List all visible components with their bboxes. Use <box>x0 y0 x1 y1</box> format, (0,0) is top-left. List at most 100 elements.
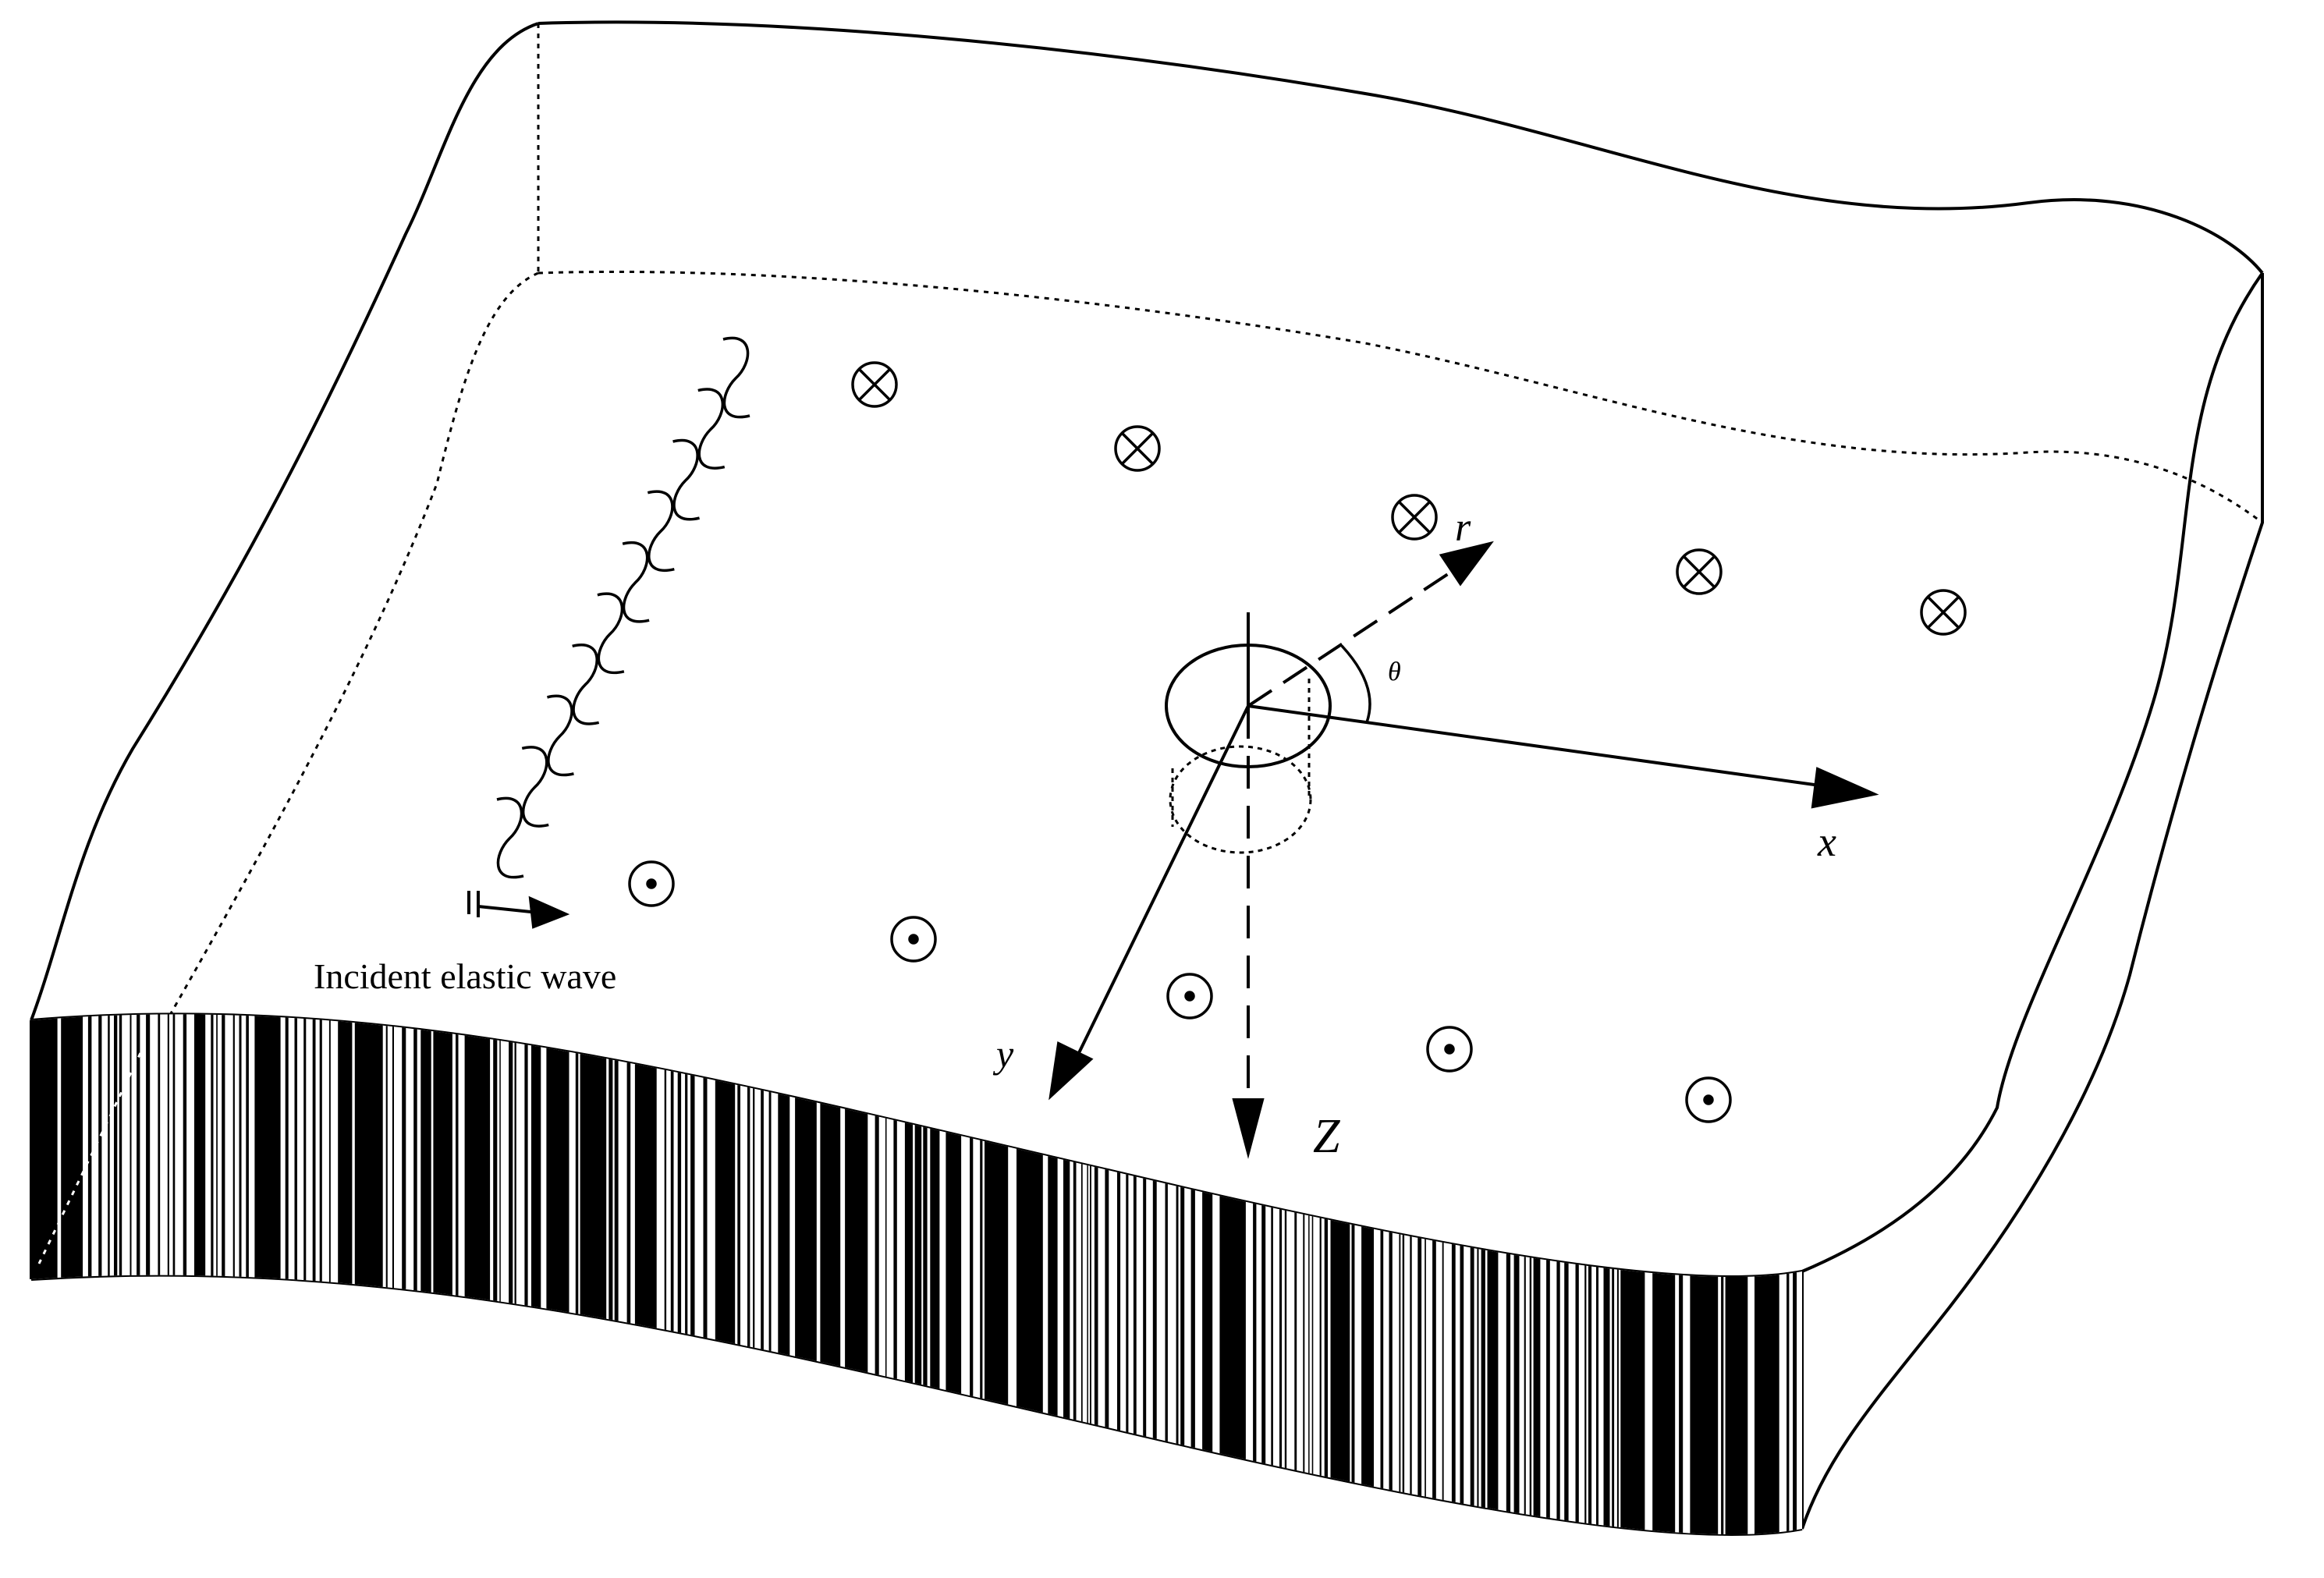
front-face-stripe <box>87 1014 92 1535</box>
front-face-stripe <box>1152 1014 1157 1535</box>
front-face-stripe <box>1094 1014 1098 1535</box>
front-face-stripe <box>1319 1014 1322 1535</box>
front-face-stripe <box>464 1014 491 1535</box>
front-face-stripe <box>923 1014 928 1535</box>
front-face-stripe <box>137 1014 140 1535</box>
front-face-stripe <box>433 1014 452 1535</box>
front-face-stripe <box>354 1014 383 1535</box>
wave-front <box>647 490 675 573</box>
front-face-stripe <box>1546 1014 1550 1535</box>
front-face-stripe <box>1117 1014 1121 1535</box>
front-face-stripe <box>1652 1014 1676 1535</box>
front-face-stripe <box>1612 1014 1615 1535</box>
front-face-stripe <box>1786 1014 1790 1535</box>
front-face-stripe <box>685 1014 688 1535</box>
wave-front <box>622 541 650 623</box>
plate-right-thickness-edge <box>1801 273 2264 1530</box>
front-face-stripe <box>703 1014 708 1535</box>
front-face-stripe <box>31 1014 58 1535</box>
x-axis-label: x <box>1817 818 1836 865</box>
front-face-stripe <box>493 1014 498 1535</box>
plate-back-edge <box>538 20 2264 275</box>
front-face-stripe <box>1596 1014 1598 1535</box>
theta-arc <box>1340 644 1371 723</box>
front-face-stripe <box>108 1014 110 1535</box>
cross-circle-icon <box>1114 425 1161 472</box>
front-face-stripe <box>246 1014 249 1535</box>
front-face-stripe <box>1279 1014 1283 1535</box>
front-face-stripe <box>1725 1014 1748 1535</box>
hole-bottom-ellipse <box>1169 745 1312 854</box>
front-face-stripe <box>795 1014 817 1535</box>
dot-circle-icon <box>628 860 675 907</box>
front-face-stripe <box>980 1014 983 1535</box>
front-face-stripe <box>608 1014 613 1535</box>
r-axis <box>1247 568 1456 707</box>
front-face-stripe <box>614 1014 619 1535</box>
front-face-stripe <box>211 1014 214 1535</box>
front-face-stripe <box>747 1014 750 1535</box>
front-face-stripe <box>1575 1014 1579 1535</box>
front-face-stripe <box>1311 1014 1314 1535</box>
front-face-stripe <box>130 1014 132 1535</box>
front-face-stripe <box>146 1014 151 1535</box>
front-face-stripe <box>499 1014 501 1535</box>
front-face-stripe <box>1721 1014 1724 1535</box>
front-face-stripe <box>904 1014 913 1535</box>
incident-wave-fronts <box>496 336 750 879</box>
front-face-stripe <box>1324 1014 1328 1535</box>
wave-front <box>697 388 726 470</box>
front-face-stripe <box>183 1014 187 1535</box>
front-face-stripe <box>1487 1014 1499 1535</box>
plate-left-edge <box>30 22 539 1021</box>
front-face-stripe <box>1080 1014 1083 1535</box>
incident-wave-label: Incident elastic wave <box>314 956 616 996</box>
front-face-stripe <box>1143 1014 1147 1535</box>
cross-circle-icon <box>1391 494 1438 541</box>
front-face-stripe <box>1303 1014 1305 1535</box>
front-face-stripe <box>319 1014 322 1535</box>
front-face-stripe <box>1126 1014 1129 1535</box>
z-axis-label: Z <box>1313 1110 1340 1163</box>
front-face-stripe <box>456 1014 459 1535</box>
front-face-stripe <box>1477 1014 1479 1535</box>
front-face-stripe <box>893 1014 897 1535</box>
front-face-stripe <box>1481 1014 1485 1535</box>
front-face-stripe <box>1389 1014 1393 1535</box>
front-face-stripe <box>338 1014 353 1535</box>
front-face-stripe <box>312 1014 316 1535</box>
front-face-stripe <box>1588 1014 1592 1535</box>
front-face-stripe <box>670 1014 674 1535</box>
front-face-stripe <box>1090 1014 1091 1535</box>
axes <box>1048 541 1879 1159</box>
front-face-stripe <box>114 1014 118 1535</box>
front-face-stripe <box>1533 1014 1541 1535</box>
front-face-stripe <box>1271 1014 1273 1535</box>
front-face-stripe <box>1425 1014 1426 1535</box>
front-face-stripe <box>285 1014 289 1535</box>
front-face-stripe <box>875 1014 879 1535</box>
x-axis-arrowhead <box>1811 767 1879 809</box>
front-face-stripe <box>1442 1014 1444 1535</box>
cross-circle-icon <box>1676 548 1723 595</box>
front-face-stripe <box>514 1014 516 1535</box>
front-face-stripe <box>1584 1014 1587 1535</box>
front-face-stripe <box>1513 1014 1520 1535</box>
front-face-stripe <box>626 1014 631 1535</box>
front-face-stripe <box>1506 1014 1511 1535</box>
wave-front <box>722 336 750 419</box>
front-face-stripe <box>1620 1014 1645 1535</box>
front-face-stripe <box>402 1014 406 1535</box>
front-face-stripe <box>172 1014 176 1535</box>
front-face-stripe <box>1219 1014 1246 1535</box>
wave-front <box>672 438 700 521</box>
front-face-stripe <box>119 1014 122 1535</box>
front-face-stripe <box>1284 1014 1287 1535</box>
front-face-stripe <box>239 1014 242 1535</box>
front-face-stripe <box>509 1014 513 1535</box>
front-face-stripe <box>524 1014 528 1535</box>
front-face-stripe <box>1087 1014 1088 1535</box>
dot-circle-icon <box>1166 973 1213 1019</box>
cross-circle-icon <box>851 361 898 408</box>
y-axis <box>1073 705 1250 1062</box>
